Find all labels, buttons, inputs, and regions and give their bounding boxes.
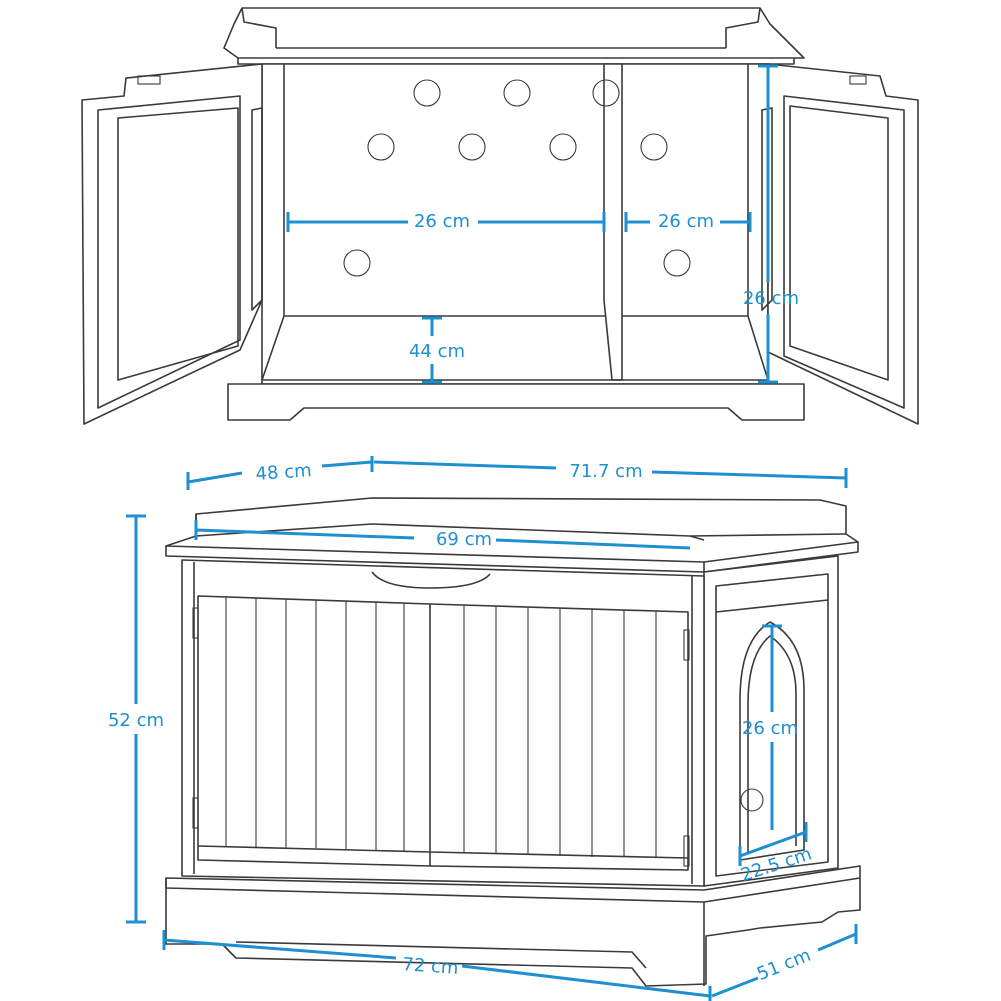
entrance-height-label: 26 cm bbox=[742, 718, 798, 739]
inner-width-left-label: 26 cm bbox=[414, 211, 470, 232]
base-width-label: 72 cm bbox=[402, 954, 459, 979]
inner-width-right-label: 26 cm bbox=[658, 211, 714, 232]
open-cabinet-drawing bbox=[81, 7, 919, 425]
closed-cabinet-drawing bbox=[165, 497, 861, 987]
width-back-label: 71.7 cm bbox=[569, 461, 642, 482]
top-view-dimensions: 26 cm 26 cm 26 cm 44 cm bbox=[286, 64, 799, 384]
depth-label: 48 cm bbox=[255, 460, 312, 485]
top-width-label: 69 cm bbox=[436, 529, 492, 550]
inner-depth-label: 44 cm bbox=[409, 341, 465, 362]
height-label: 52 cm bbox=[108, 710, 164, 731]
inner-height-label: 26 cm bbox=[743, 288, 799, 309]
base-depth-label: 51 cm bbox=[754, 945, 814, 985]
